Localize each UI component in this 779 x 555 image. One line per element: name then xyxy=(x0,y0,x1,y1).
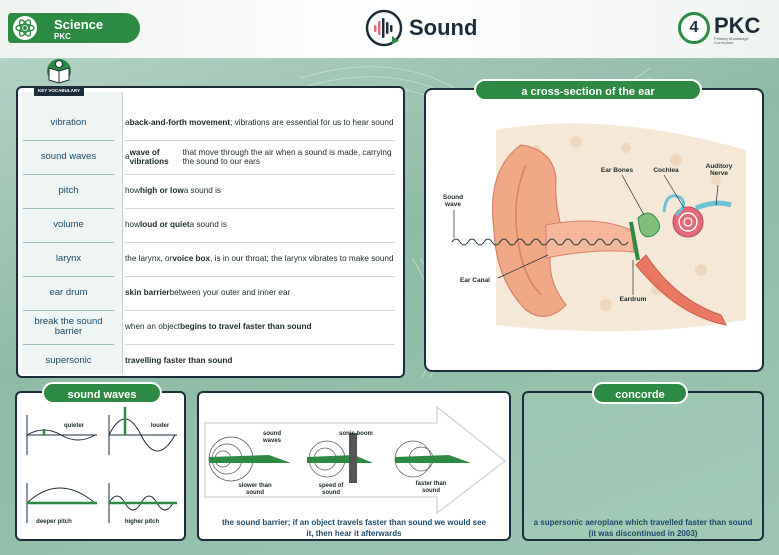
concorde-title: concorde xyxy=(592,382,688,404)
label-ear-bones: Ear Bones xyxy=(600,167,634,174)
vocabulary-term: larynx xyxy=(55,253,82,264)
row-divider xyxy=(23,344,114,345)
vocabulary-row: supersonic travelling faster than sound xyxy=(18,344,404,378)
outer-ear-shape xyxy=(491,144,567,317)
sound-waves-panel: quieter louder deeper pitch higher pitch xyxy=(15,391,186,541)
concorde-caption: a supersonic aeroplane which travelled f… xyxy=(533,518,753,538)
brand-title: Science xyxy=(54,17,104,32)
sound-barrier-caption: the sound barrier; if an object travels … xyxy=(221,518,487,538)
vocabulary-definition: how loud or quiet a sound is xyxy=(125,220,227,230)
vocabulary-term: supersonic xyxy=(45,355,92,366)
vocabulary-term: pitch xyxy=(58,185,79,196)
eardrum-shape xyxy=(629,221,640,261)
vocabulary-row: sound waves a wave of vibrations that mov… xyxy=(18,140,404,175)
sound-waves-title: sound waves xyxy=(42,382,162,404)
cochlea-shape xyxy=(672,206,704,238)
vocabulary-definition: how high or low a sound is xyxy=(125,186,222,196)
page-header: Science PKC Sound 4 PKC Primary Knowledg… xyxy=(0,0,779,58)
sound-wave-line xyxy=(451,238,629,246)
vocabulary-row: break the sound barrier when an object be… xyxy=(18,310,404,345)
pkc-logo: 4 PKC Primary Knowledge Curriculum xyxy=(678,12,768,46)
label-sound-wave: Sound wave xyxy=(442,194,464,208)
sound-barrier-panel: sound waves sonic boom slower than sound… xyxy=(197,391,511,541)
vocabulary-row: vibration a back-and-forth movement; vibr… xyxy=(18,106,404,141)
vocabulary-definition: the larynx, or voice box, is in our thro… xyxy=(125,254,394,264)
ear-panel-title: a cross-section of the ear xyxy=(474,79,702,101)
vocabulary-definition: when an object begins to travel faster t… xyxy=(125,322,312,332)
ear-diagram xyxy=(451,123,746,332)
row-divider xyxy=(125,310,395,311)
ear-cross-section-panel: Sound wave Ear Bones Cochlea Auditory Ne… xyxy=(424,88,764,372)
vocabulary-term: vibration xyxy=(50,117,87,128)
logo-number: 4 xyxy=(678,12,710,44)
row-divider xyxy=(125,140,395,141)
logo-text: PKC xyxy=(714,13,761,38)
label-quieter: quieter xyxy=(63,423,84,429)
vocabulary-row: volume how loud or quiet a sound is xyxy=(18,208,404,243)
row-divider xyxy=(23,174,114,175)
label-faster-than-sound: faster than sound xyxy=(415,481,447,494)
book-icon xyxy=(47,59,71,84)
vocabulary-row: larynx the larynx, or voice box, is in ou… xyxy=(18,242,404,277)
row-divider xyxy=(23,276,114,277)
label-sound-waves: sound waves xyxy=(262,431,281,444)
vocabulary-definition: a wave of vibrations that move through t… xyxy=(125,147,392,167)
row-divider xyxy=(125,174,395,175)
key-vocabulary-badge: KEY VOCABULARY xyxy=(30,58,88,102)
label-louder: louder xyxy=(150,423,170,429)
vocabulary-term: break the sound barrier xyxy=(34,316,103,337)
row-divider xyxy=(23,242,114,243)
label-auditory-nerve: Auditory Nerve xyxy=(705,163,733,177)
vocabulary-definition: skin barrier between your outer and inne… xyxy=(125,288,291,298)
vocabulary-term: volume xyxy=(53,219,84,230)
vocabulary-definition: a back-and-forth movement; vibrations ar… xyxy=(125,118,394,128)
brand-subtitle: PKC xyxy=(54,32,71,41)
row-divider xyxy=(23,310,114,311)
vocabulary-term-column xyxy=(22,92,123,374)
vocabulary-definition: travelling faster than sound xyxy=(125,356,233,366)
vocabulary-row: ear drum skin barrier between your outer … xyxy=(18,276,404,311)
key-vocabulary-label: KEY VOCABULARY xyxy=(34,86,84,96)
vocabulary-term: sound waves xyxy=(40,151,97,162)
vocabulary-panel: vibration a back-and-forth movement; vibr… xyxy=(16,86,405,378)
brand-badge: Science PKC xyxy=(8,13,140,43)
label-sonic-boom: sonic boom xyxy=(339,431,373,437)
vocabulary-row: pitch how high or low a sound is xyxy=(18,174,404,209)
row-divider xyxy=(125,276,395,277)
sound-barrier-diagram xyxy=(204,405,506,515)
ear-canal-shape xyxy=(545,220,635,259)
row-divider xyxy=(125,208,395,209)
label-deeper-pitch: deeper pitch xyxy=(36,519,72,525)
sound-icon xyxy=(365,9,403,47)
atom-icon xyxy=(13,16,37,40)
label-slower-than-sound: slower than sound xyxy=(238,483,272,496)
label-ear-canal: Ear Canal xyxy=(460,277,490,284)
page-title: Sound xyxy=(409,15,478,40)
vocabulary-term: ear drum xyxy=(49,287,88,298)
concorde-panel: a supersonic aeroplane which travelled f… xyxy=(522,391,764,541)
row-divider xyxy=(23,208,114,209)
row-divider xyxy=(23,140,114,141)
row-divider xyxy=(125,344,395,345)
label-higher-pitch: higher pitch xyxy=(124,519,160,525)
ear-bones-shape xyxy=(637,212,660,238)
label-cochlea: Cochlea xyxy=(653,167,679,174)
auditory-nerve-shape xyxy=(695,200,732,211)
logo-caption: Primary Knowledge Curriculum xyxy=(714,36,749,45)
label-eardrum: Eardrum xyxy=(619,296,647,303)
sound-waves-diagram xyxy=(26,407,177,523)
label-speed-of-sound: speed of sound xyxy=(318,483,344,496)
row-divider xyxy=(125,242,395,243)
